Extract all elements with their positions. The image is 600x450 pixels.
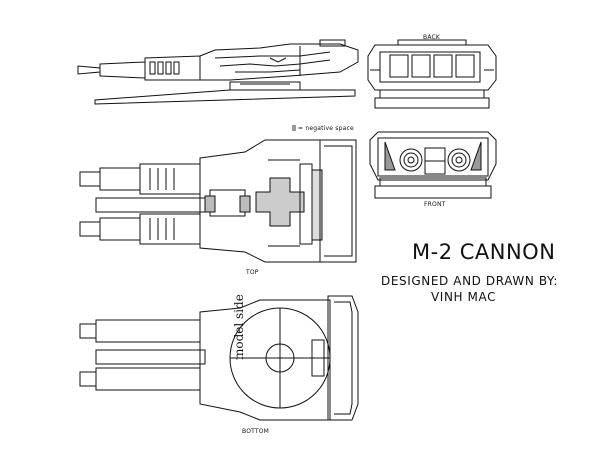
front-view-label: FRONT [424, 201, 446, 208]
bottom-view-label: BOTTOM [242, 428, 270, 435]
model-side-label: model side [232, 294, 246, 360]
side-view [77, 39, 359, 105]
back-view-label: BACK [423, 34, 441, 41]
back-view [367, 39, 497, 109]
credit-line-2: VINH MAC [431, 290, 497, 304]
front-view [369, 131, 497, 199]
drawing-title: M-2 CANNON [412, 240, 556, 264]
top-view-label: TOP [246, 269, 259, 276]
negative-space-swatch [292, 125, 296, 131]
credit-line-1: DESIGNED AND DRAWN BY: [381, 274, 558, 288]
negative-space-legend: = negative space [298, 125, 354, 132]
bottom-view [79, 295, 359, 421]
top-view [79, 139, 357, 263]
